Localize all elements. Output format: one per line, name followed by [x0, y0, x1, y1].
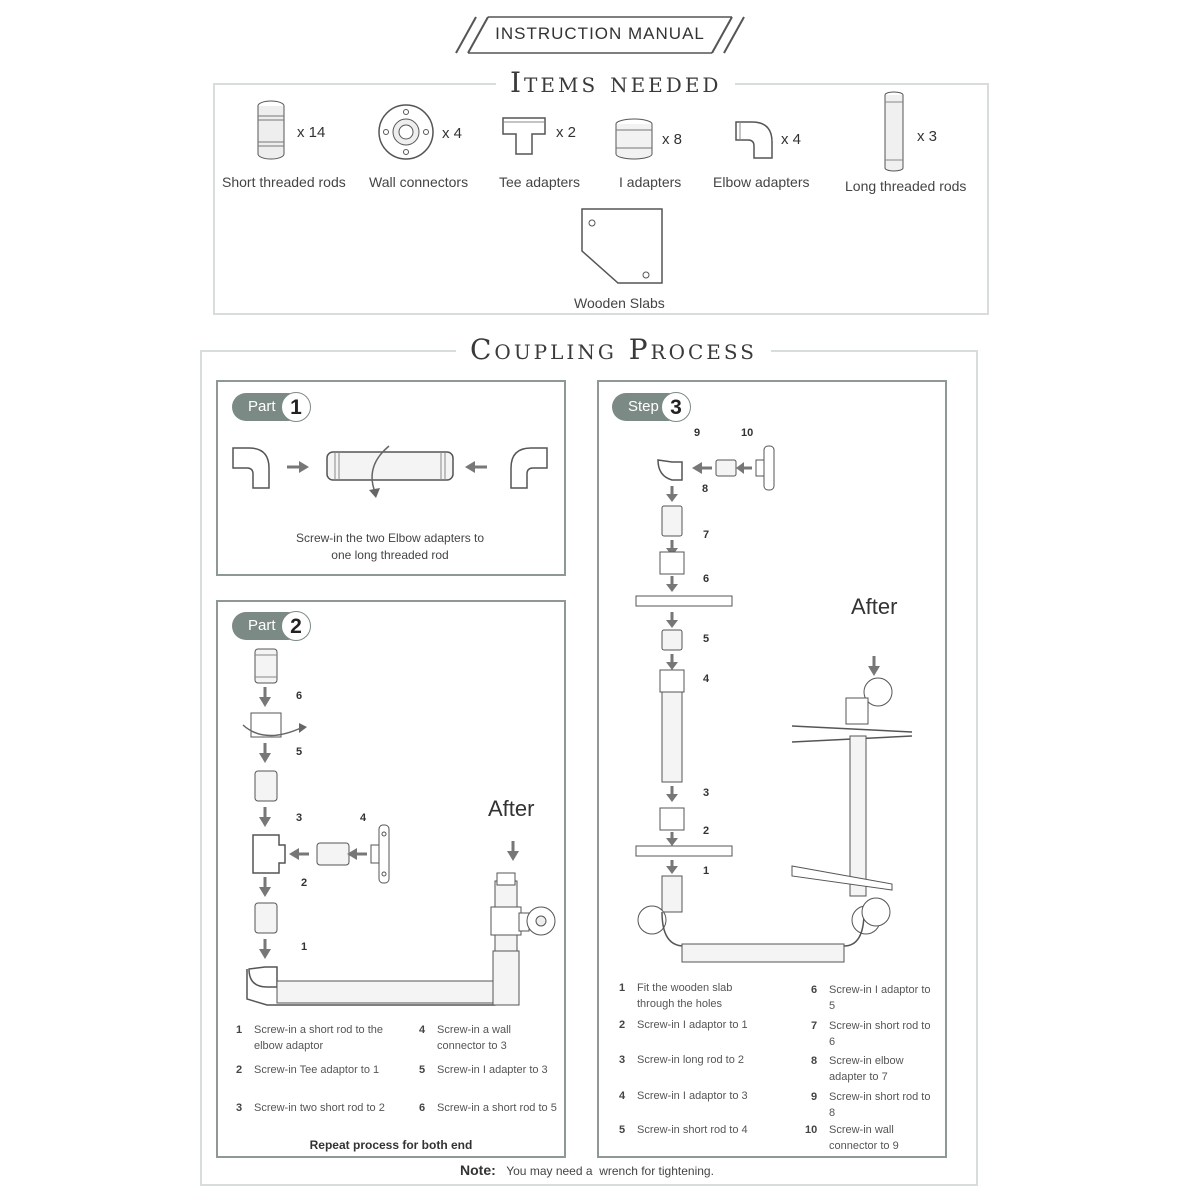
step3-number: 3	[661, 392, 691, 422]
elbow-adapters-qty: x 4	[781, 131, 802, 148]
part2-panel	[216, 600, 566, 1158]
elbow-adapters-label: Elbow adapters	[713, 174, 810, 190]
items-section-title: Items needed	[496, 66, 736, 99]
tee-adapters-qty: x 2	[556, 124, 577, 141]
page-title: INSTRUCTION MANUAL	[495, 24, 705, 43]
step3-diagram-num-7: 7	[703, 529, 710, 541]
part1-caption-line2: one long threaded rod	[331, 548, 449, 562]
long-threaded-rods-label: Long threaded rods	[845, 178, 967, 194]
tee-adapters-label: Tee adapters	[499, 174, 580, 190]
long-threaded-rod-icon	[884, 91, 904, 172]
note-text: You may need a wrench for tightening.	[506, 1164, 714, 1178]
step3-diagram-num-4: 4	[703, 673, 710, 685]
wall-connector-icon	[378, 104, 434, 160]
wall-connectors-qty: x 4	[442, 125, 463, 142]
step3-diagram-num-2: 2	[703, 825, 710, 837]
step3-diagram-num-9: 9	[694, 427, 701, 439]
i-adapters-label: I adapters	[619, 174, 682, 190]
note-label: Note:	[460, 1162, 496, 1178]
header-banner	[455, 16, 745, 54]
i-adapters-qty: x 8	[662, 131, 683, 148]
arrow-right-icon	[287, 461, 309, 473]
part2-number: 2	[281, 611, 311, 641]
part2-diagram	[242, 648, 556, 1006]
tee-adapter-icon	[502, 117, 546, 155]
part1-diagram	[232, 445, 548, 498]
long-threaded-rods-qty: x 3	[917, 128, 938, 145]
step3-diagram-num-1: 1	[703, 865, 710, 877]
step3-diagram-num-6: 6	[703, 573, 710, 585]
short-threaded-rod-icon	[257, 100, 285, 160]
step3-diagram-num-5: 5	[703, 633, 710, 645]
part1-caption: Screw-in the two Elbow adapters to one l…	[240, 530, 540, 564]
part2-diagram-num-1: 1	[301, 941, 308, 953]
step3-diagram-num-8: 8	[702, 483, 709, 495]
step3-badge-label: Step	[628, 398, 659, 415]
wall-connectors-label: Wall connectors	[369, 174, 469, 190]
part2-diagram-num-3: 3	[296, 812, 303, 824]
coupling-section-title: Coupling Process	[456, 333, 771, 366]
note: Note: You may need a wrench for tighteni…	[460, 1162, 714, 1180]
part2-diagram-num-6: 6	[296, 690, 303, 702]
part2-after-label: After	[484, 796, 539, 822]
part1-badge-label: Part	[248, 398, 276, 415]
step3-diagram-num-3: 3	[703, 787, 710, 799]
wooden-slabs-label: Wooden Slabs	[574, 295, 665, 311]
arrow-left-icon	[465, 461, 487, 473]
part2-diagram-num-4: 4	[360, 812, 367, 824]
i-adapter-icon	[615, 118, 653, 160]
step3-diagram-num-10: 10	[741, 427, 754, 439]
part2-footer: Repeat process for both end	[309, 1138, 473, 1152]
part2-diagram-num-2: 2	[301, 877, 308, 889]
step3-after-label: After	[847, 594, 902, 620]
part1-panel	[216, 380, 566, 576]
short-threaded-rods-qty: x 14	[297, 124, 326, 141]
short-threaded-rods-label: Short threaded rods	[222, 174, 346, 190]
part1-caption-line1: Screw-in the two Elbow adapters to	[295, 531, 485, 545]
wooden-slab-icon	[581, 208, 663, 284]
step3-panel	[597, 380, 947, 1158]
part2-badge-label: Part	[248, 617, 276, 634]
elbow-adapter-icon	[735, 121, 773, 159]
part2-diagram-num-5: 5	[296, 746, 303, 758]
part1-number: 1	[281, 392, 311, 422]
step3-diagram	[635, 445, 913, 963]
